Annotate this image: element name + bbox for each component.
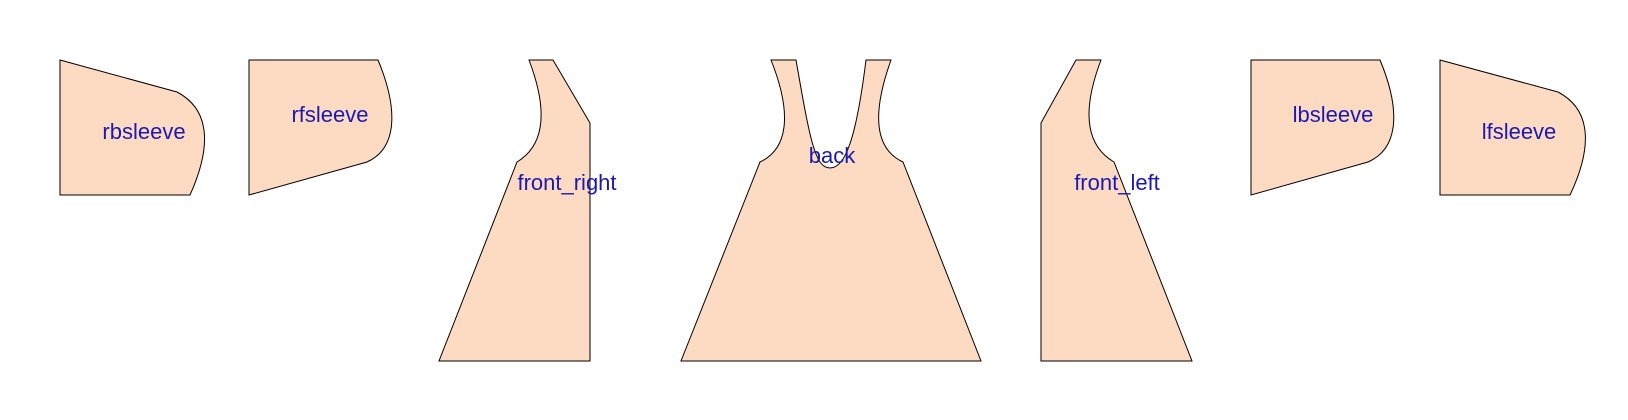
piece-back-shape <box>680 59 982 362</box>
piece-front-left-shape <box>1040 59 1193 362</box>
piece-lbsleeve: lbsleeve <box>1250 59 1395 196</box>
piece-lfsleeve-label: lfsleeve <box>1482 119 1557 144</box>
piece-lfsleeve: lfsleeve <box>1439 59 1586 196</box>
piece-front-right: front_right <box>438 59 617 362</box>
piece-rbsleeve: rbsleeve <box>59 59 205 196</box>
piece-back: back <box>680 59 982 362</box>
piece-rbsleeve-label: rbsleeve <box>102 119 185 144</box>
piece-rfsleeve: rfsleeve <box>248 59 393 196</box>
piece-rbsleeve-shape <box>59 59 205 196</box>
piece-rfsleeve-label: rfsleeve <box>291 102 368 127</box>
piece-lbsleeve-shape <box>1250 59 1395 196</box>
piece-front-left-label: front_left <box>1074 170 1160 195</box>
piece-front-right-label: front_right <box>517 170 616 195</box>
piece-lfsleeve-shape <box>1439 59 1586 196</box>
piece-front-left: front_left <box>1040 59 1193 362</box>
piece-rfsleeve-shape <box>248 59 393 196</box>
piece-lbsleeve-label: lbsleeve <box>1293 102 1374 127</box>
piece-front-right-shape <box>438 59 591 362</box>
piece-back-label: back <box>809 143 856 168</box>
